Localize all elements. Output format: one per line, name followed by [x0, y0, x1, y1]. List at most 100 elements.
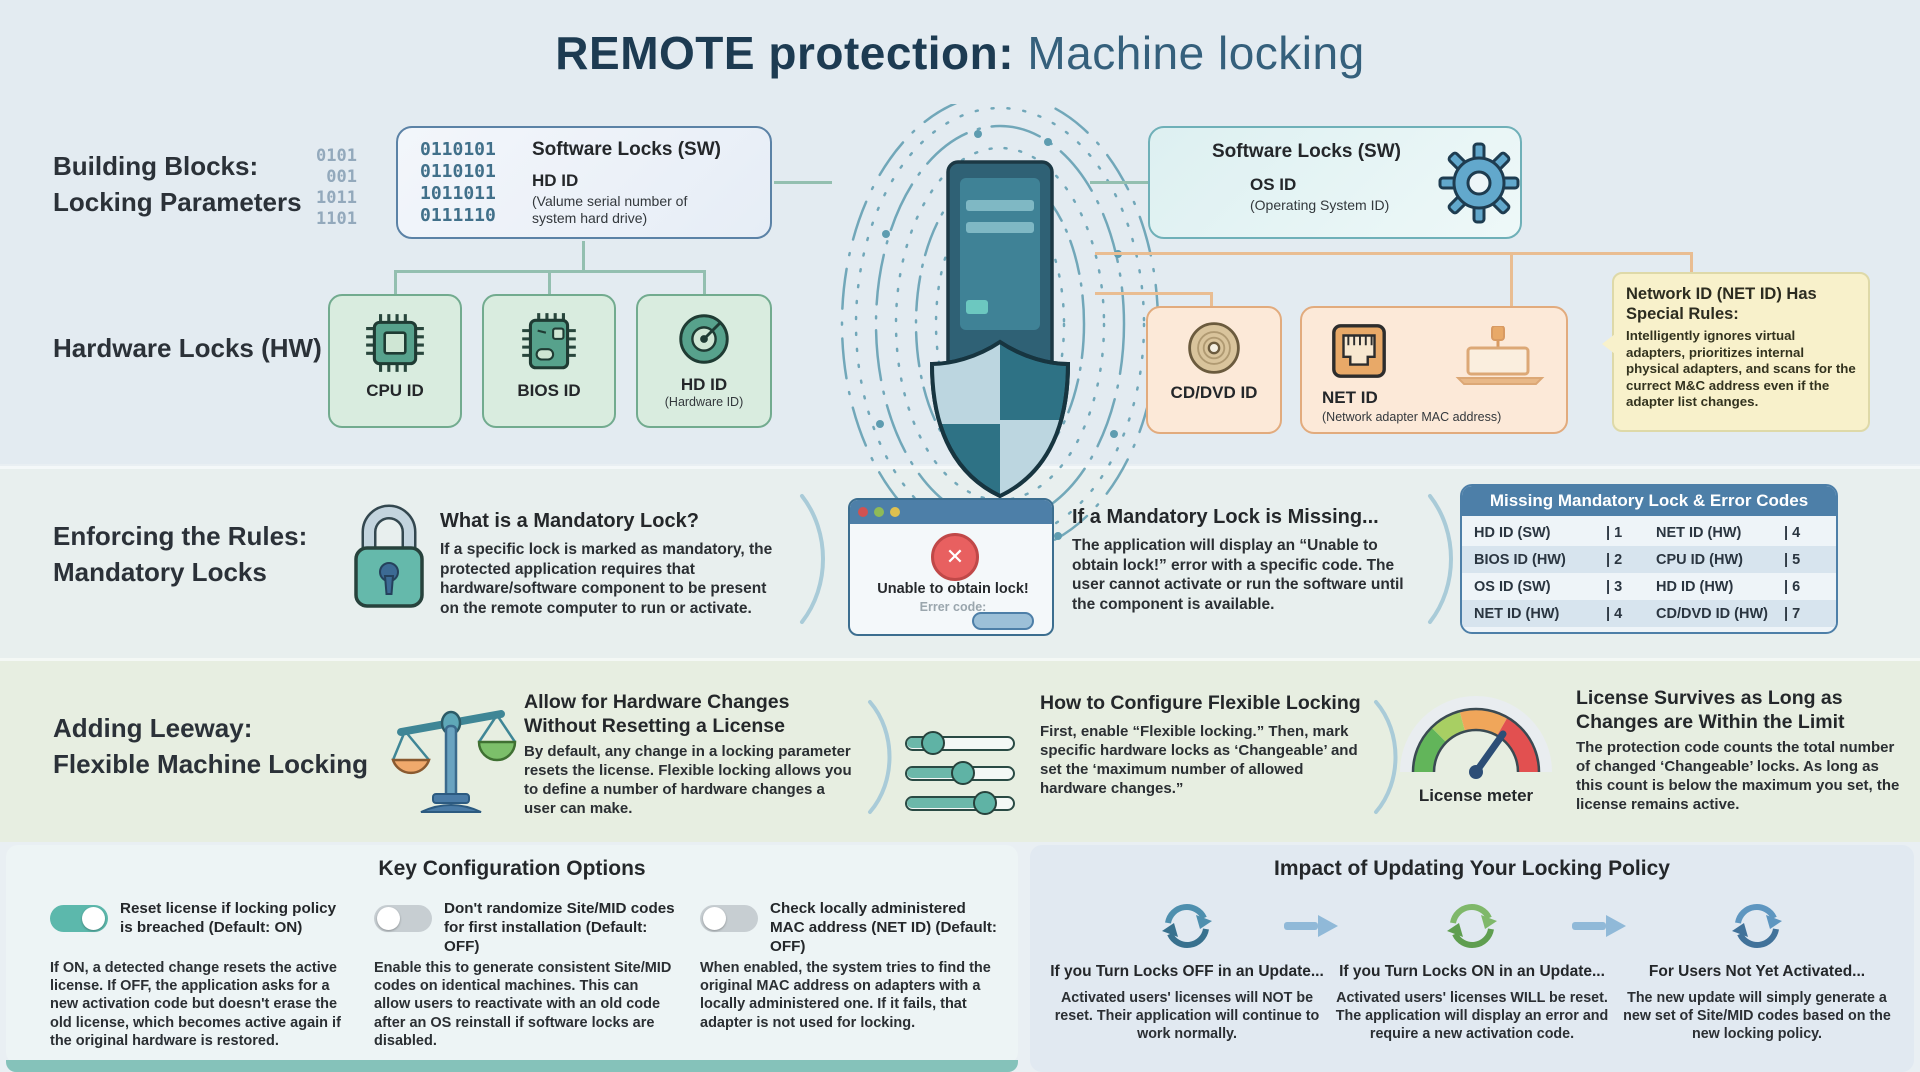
cpu-chip-icon: [366, 314, 424, 372]
bottom-accent-strip: [6, 1060, 1018, 1072]
connector-line: [1510, 252, 1513, 306]
connector-line: [774, 181, 832, 184]
padlock-icon: [354, 504, 424, 608]
hw-box-cpu: CPU ID: [328, 294, 462, 428]
dialog-minimize-dot[interactable]: [874, 507, 884, 517]
dialog-message: Unable to obtain lock!: [877, 581, 1029, 597]
sw-os-heading: Software Locks (SW): [1212, 141, 1401, 162]
mandatory-locks-label: Enforcing the Rules: Mandatory Locks: [53, 521, 308, 587]
sw-os-item: OS ID: [1250, 175, 1297, 194]
impact-column: For Users Not Yet Activated... The new u…: [1623, 963, 1891, 1042]
gear-icon: [1438, 142, 1520, 224]
hw-box-label: HD ID: [680, 375, 728, 394]
hw-box-hd: HD ID (Hardware ID): [636, 294, 772, 428]
refresh-arrows-icon: [1732, 904, 1782, 948]
key-options-title: Key Configuration Options: [378, 857, 646, 880]
dialog-titlebar: [850, 500, 1052, 524]
callout-body: Intelligently ignores virtual adapters, …: [1626, 328, 1856, 409]
chevron-separator-icon: [1374, 700, 1398, 814]
dialog-subtext: Errer code:: [919, 600, 987, 614]
dialog-close-dot[interactable]: [858, 507, 868, 517]
connector-line: [1095, 252, 1693, 255]
missing-heading: If a Mandatory Lock is Missing...: [1072, 506, 1379, 528]
software-lock-hd-box: 0110101 0110101 1011011 0111110 Software…: [396, 126, 772, 239]
impact-column: If you Turn Locks ON in an Update... Act…: [1335, 963, 1609, 1042]
option-body: If ON, a detected change resets the acti…: [50, 960, 341, 1049]
cd-dvd-icon: [1188, 322, 1240, 374]
software-lock-os-box: Software Locks (SW) OS ID (Operating Sys…: [1148, 126, 1522, 239]
missing-body: The application will display an “Unable …: [1072, 537, 1404, 613]
table-row: HD ID (SW) | 1 NET ID (HW) | 4: [1474, 524, 1801, 541]
survive-body: The protection code counts the total num…: [1576, 739, 1900, 813]
sw-hd-heading: Software Locks (SW): [532, 139, 721, 160]
toggle-check-mac[interactable]: [700, 905, 758, 932]
net-id-callout: Network ID (NET ID) Has Special Rules: I…: [1602, 272, 1870, 432]
connector-line: [1210, 292, 1213, 308]
toggle-randomize-codes[interactable]: [374, 905, 432, 932]
connector-line: [703, 270, 706, 296]
impact-card: Impact of Updating Your Locking Policy: [1030, 845, 1914, 1072]
connector-line: [1090, 181, 1148, 184]
sw-hd-item: HD ID: [532, 171, 579, 190]
callout-heading: Network ID (NET ID) Has Special Rules:: [1626, 285, 1817, 323]
ethernet-port-icon: [1332, 324, 1386, 378]
binary-decor: 0101 001 1011 1101: [316, 146, 357, 229]
toggle-reset-license[interactable]: [50, 905, 108, 932]
peripheral-box-note: (Network adapter MAC address): [1322, 410, 1502, 424]
slider-1-knob[interactable]: [921, 731, 945, 755]
building-blocks-label: Building Blocks: Locking Parameters: [53, 151, 302, 217]
allow-heading: Allow for Hardware Changes Without Reset…: [524, 691, 790, 737]
chevron-separator-icon: [800, 494, 825, 624]
slider-3-knob[interactable]: [973, 791, 997, 815]
chevron-separator-icon: [1428, 494, 1453, 624]
hw-box-note: (Hardware ID): [664, 395, 744, 409]
allow-body: By default, any change in a locking para…: [524, 743, 852, 817]
chevron-separator-icon: [868, 700, 892, 814]
scales-icon: [391, 710, 517, 813]
connector-line: [1095, 292, 1213, 295]
arrow-right-icon: [1572, 915, 1626, 937]
binary-column: 0110101 0110101 1011011 0111110: [420, 139, 496, 226]
dialog-zoom-dot[interactable]: [890, 507, 900, 517]
option-body: Enable this to generate consistent Site/…: [374, 960, 672, 1049]
peripheral-box-label: CD/DVD ID: [1170, 383, 1258, 402]
laptop-icon: [1455, 326, 1545, 385]
gauge-icon: [1400, 696, 1552, 779]
peripheral-box-net: NET ID (Network adapter MAC address): [1300, 306, 1568, 434]
page-title-tail: Machine locking: [1014, 27, 1365, 79]
refresh-arrows-icon: [1162, 904, 1212, 948]
dialog-ok-button[interactable]: [972, 612, 1034, 630]
impact-title: Impact of Updating Your Locking Policy: [1274, 857, 1670, 880]
config-body: First, enable “Flexible locking.” Then, …: [1040, 723, 1358, 797]
option-body: When enabled, the system tries to find t…: [700, 960, 991, 1031]
what-body: If a specific lock is marked as mandator…: [440, 541, 773, 617]
hw-box-label: CPU ID: [366, 381, 424, 400]
peripheral-box-cddvd: CD/DVD ID: [1146, 306, 1282, 434]
sliders-icon: [905, 731, 1021, 822]
hw-box-label: BIOS ID: [517, 381, 581, 400]
arrow-right-icon: [1284, 915, 1338, 937]
connector-line: [582, 241, 585, 272]
refresh-arrows-icon: [1447, 904, 1497, 948]
impact-column: If you Turn Locks OFF in an Update... Ac…: [1050, 963, 1324, 1042]
table-row: BIOS ID (HW) | 2 CPU ID (HW) | 5: [1462, 546, 1836, 573]
connector-line: [548, 270, 551, 296]
slider-3[interactable]: [905, 796, 1015, 811]
hw-box-bios: BIOS ID: [482, 294, 616, 428]
connector-line: [394, 270, 397, 296]
flexible-locking-label: Adding Leeway: Flexible Machine Locking: [53, 713, 368, 779]
page-title: REMOTE protection: Machine locking: [0, 26, 1920, 80]
page-title-lead: REMOTE protection:: [555, 27, 1015, 79]
hardware-locks-label: Hardware Locks (HW): [53, 333, 322, 363]
option-label: Don't randomize Site/MID codes for first…: [444, 900, 675, 955]
error-codes-table: Missing Mandatory Lock & Error Codes HD …: [1460, 484, 1838, 634]
slider-2-knob[interactable]: [951, 761, 975, 785]
license-meter-label: License meter: [1418, 786, 1534, 805]
hard-drive-icon: [679, 314, 729, 364]
table-title: Missing Mandatory Lock & Error Codes: [1462, 486, 1836, 516]
option-label: Reset license if locking policy is breac…: [120, 900, 337, 936]
survive-heading: License Survives as Long as Changes are …: [1576, 687, 1845, 733]
config-heading: How to Configure Flexible Locking: [1040, 692, 1361, 714]
table-row: OS ID (SW) | 3 HD ID (HW) | 6: [1474, 578, 1801, 595]
sw-os-note: (Operating System ID): [1250, 197, 1390, 213]
